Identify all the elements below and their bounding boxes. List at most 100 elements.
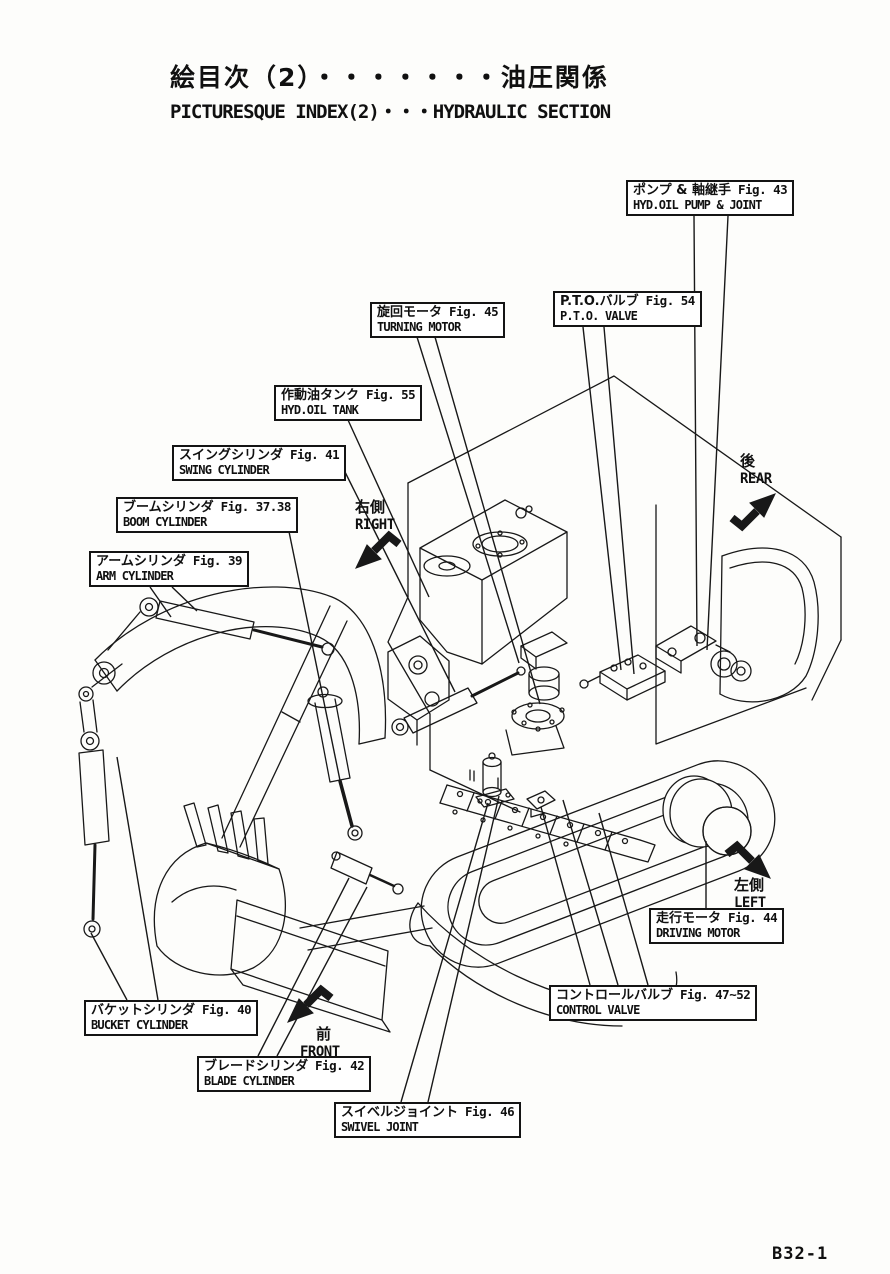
blade-cylinder-part (330, 851, 404, 895)
leader-pto-valve (582, 326, 635, 675)
fig-ref: Fig. 42 (315, 1058, 365, 1073)
callout-swivel-joint: スイベルジョイント Fig. 46 SWIVEL JOINT (334, 1102, 522, 1139)
part-name-ja: ブームシリンダ (123, 500, 214, 515)
direction-rear-ja: 後 (740, 452, 756, 470)
part-name-en: BUCKET CYLINDER (91, 1018, 188, 1033)
arm-cylinder-part (107, 597, 335, 656)
leader-bucket-cylinder (90, 756, 159, 1001)
part-name-en: BLADE CYLINDER (204, 1074, 295, 1089)
leader-control-valve (540, 799, 649, 986)
fig-ref: Fig. 40 (202, 1002, 252, 1017)
callout-hyd-oil-tank: 作動油タンク Fig. 55 HYD.OIL TANK (274, 385, 423, 422)
part-name-en: P.T.O. VALVE (560, 309, 638, 324)
callout-ja: コントロールバルブ Fig. 47~52 (556, 987, 751, 1003)
callout-bucket-cylinder: バケットシリンダ Fig. 40 BUCKET CYLINDER (84, 1000, 259, 1037)
part-name-en: HYD.OIL TANK (281, 403, 359, 418)
leader-boom-cylinder (285, 516, 344, 796)
boom-cylinder-part (307, 686, 363, 841)
blade-part (230, 899, 433, 1033)
crawler-track-left (420, 760, 776, 968)
fig-ref: Fig. 37.38 (220, 499, 292, 514)
part-name-en: SWIVEL JOINT (341, 1120, 419, 1135)
part-name-ja: 作動油タンク (281, 388, 360, 403)
bucket-cylinder-part (78, 663, 123, 938)
rear-arrow-icon (732, 494, 775, 526)
leader-blade-cylinder (257, 877, 368, 1057)
leader-pump-joint (693, 215, 729, 651)
direction-right-ja: 右側 (355, 498, 386, 516)
leader-lines (90, 215, 729, 1103)
direction-rear-en: REAR (740, 471, 772, 487)
callout-turning-motor: 旋回モータ Fig. 45 TURNING MOTOR (370, 302, 506, 339)
direction-front-ja: 前 (316, 1025, 332, 1043)
fig-ref: Fig. 54 (645, 293, 696, 308)
engine-hood (719, 547, 819, 703)
direction-left-ja: 左側 (734, 876, 765, 894)
fig-ref: Fig. 41 (290, 447, 340, 462)
turning-motor-part (505, 631, 568, 756)
valve-bracket-part (526, 790, 556, 818)
leader-turning-motor (416, 336, 541, 705)
callout-ja: ブームシリンダ Fig. 37.38 (123, 499, 292, 515)
part-name-en: CONTROL VALVE (556, 1003, 640, 1018)
callout-ja: ブレードシリンダ Fig. 42 (204, 1058, 365, 1074)
page-title-english: PICTURESQUE INDEX(2)・・・HYDRAULIC SECTION (170, 101, 611, 123)
fig-ref: Fig. 55 (366, 387, 416, 402)
part-name-ja: バケットシリンダ (91, 1003, 196, 1018)
leader-swing-cylinder (340, 463, 456, 693)
part-name-en: TURNING MOTOR (377, 320, 461, 335)
part-name-ja: アームシリンダ (96, 554, 186, 569)
part-name-ja: コントロールバルブ (556, 988, 674, 1003)
part-name-en: DRIVING MOTOR (656, 926, 740, 941)
swing-cylinder-part (391, 666, 526, 736)
callout-pto-valve: P.T.O.バルブ Fig. 54 P.T.O. VALVE (553, 291, 702, 328)
callout-ja: スイベルジョイント Fig. 46 (341, 1104, 515, 1120)
fig-ref: Fig. 45 (449, 304, 499, 319)
leader-swivel-joint (400, 795, 500, 1103)
page-code: B32-1 (772, 1244, 829, 1264)
control-valve-part (439, 769, 656, 863)
direction-right: 右側 RIGHT (355, 496, 395, 533)
part-name-ja: P.T.O.バルブ (560, 294, 639, 309)
pto-valve-part (579, 654, 666, 701)
direction-rear: 後 REAR (740, 450, 772, 487)
page-title-japanese: 絵目次（2）・・・・・・・油圧関係 (170, 63, 609, 92)
direction-left: 左側 LEFT (734, 874, 766, 911)
pump-joint-part (655, 625, 752, 682)
callout-ja: バケットシリンダ Fig. 40 (91, 1002, 252, 1018)
callout-control-valve: コントロールバルブ Fig. 47~52 CONTROL VALVE (549, 985, 758, 1022)
callout-ja: 旋回モータ Fig. 45 (377, 304, 499, 320)
leader-hyd-oil-tank (347, 419, 430, 598)
direction-left-en: LEFT (734, 895, 766, 911)
callout-arm-cylinder: アームシリンダ Fig. 39 ARM CYLINDER (89, 551, 250, 588)
callout-swing-cylinder: スイングシリンダ Fig. 41 SWING CYLINDER (172, 445, 347, 482)
part-name-ja: 旋回モータ (377, 305, 443, 320)
direction-front-en: FRONT (300, 1044, 340, 1060)
hydraulic-oil-tank-part (419, 499, 568, 665)
callout-ja: アームシリンダ Fig. 39 (96, 553, 243, 569)
bucket-part (153, 802, 287, 976)
part-name-ja: スイングシリンダ (179, 448, 284, 463)
part-name-en: HYD.OIL PUMP & JOINT (633, 198, 762, 213)
callout-ja: P.T.O.バルブ Fig. 54 (560, 293, 696, 309)
part-name-en: SWING CYLINDER (179, 463, 270, 478)
swivel-joint-part (475, 752, 515, 808)
callout-ja: 作動油タンク Fig. 55 (281, 387, 416, 403)
part-name-ja: ポンプ & 軸継手 (633, 183, 731, 198)
part-name-ja: スイベルジョイント (341, 1105, 459, 1120)
fig-ref: Fig. 46 (465, 1104, 515, 1119)
part-name-en: ARM CYLINDER (96, 569, 174, 584)
body-frame (387, 375, 842, 813)
fig-ref: Fig. 39 (192, 553, 243, 568)
direction-right-en: RIGHT (355, 517, 395, 533)
part-name-ja: ブレードシリンダ (204, 1059, 309, 1074)
page-title: 絵目次（2）・・・・・・・油圧関係 PICTURESQUE INDEX(2)・・… (170, 58, 611, 124)
boom-part (92, 586, 387, 745)
king-post-part (387, 635, 450, 746)
fig-ref: Fig. 47~52 (680, 987, 751, 1002)
